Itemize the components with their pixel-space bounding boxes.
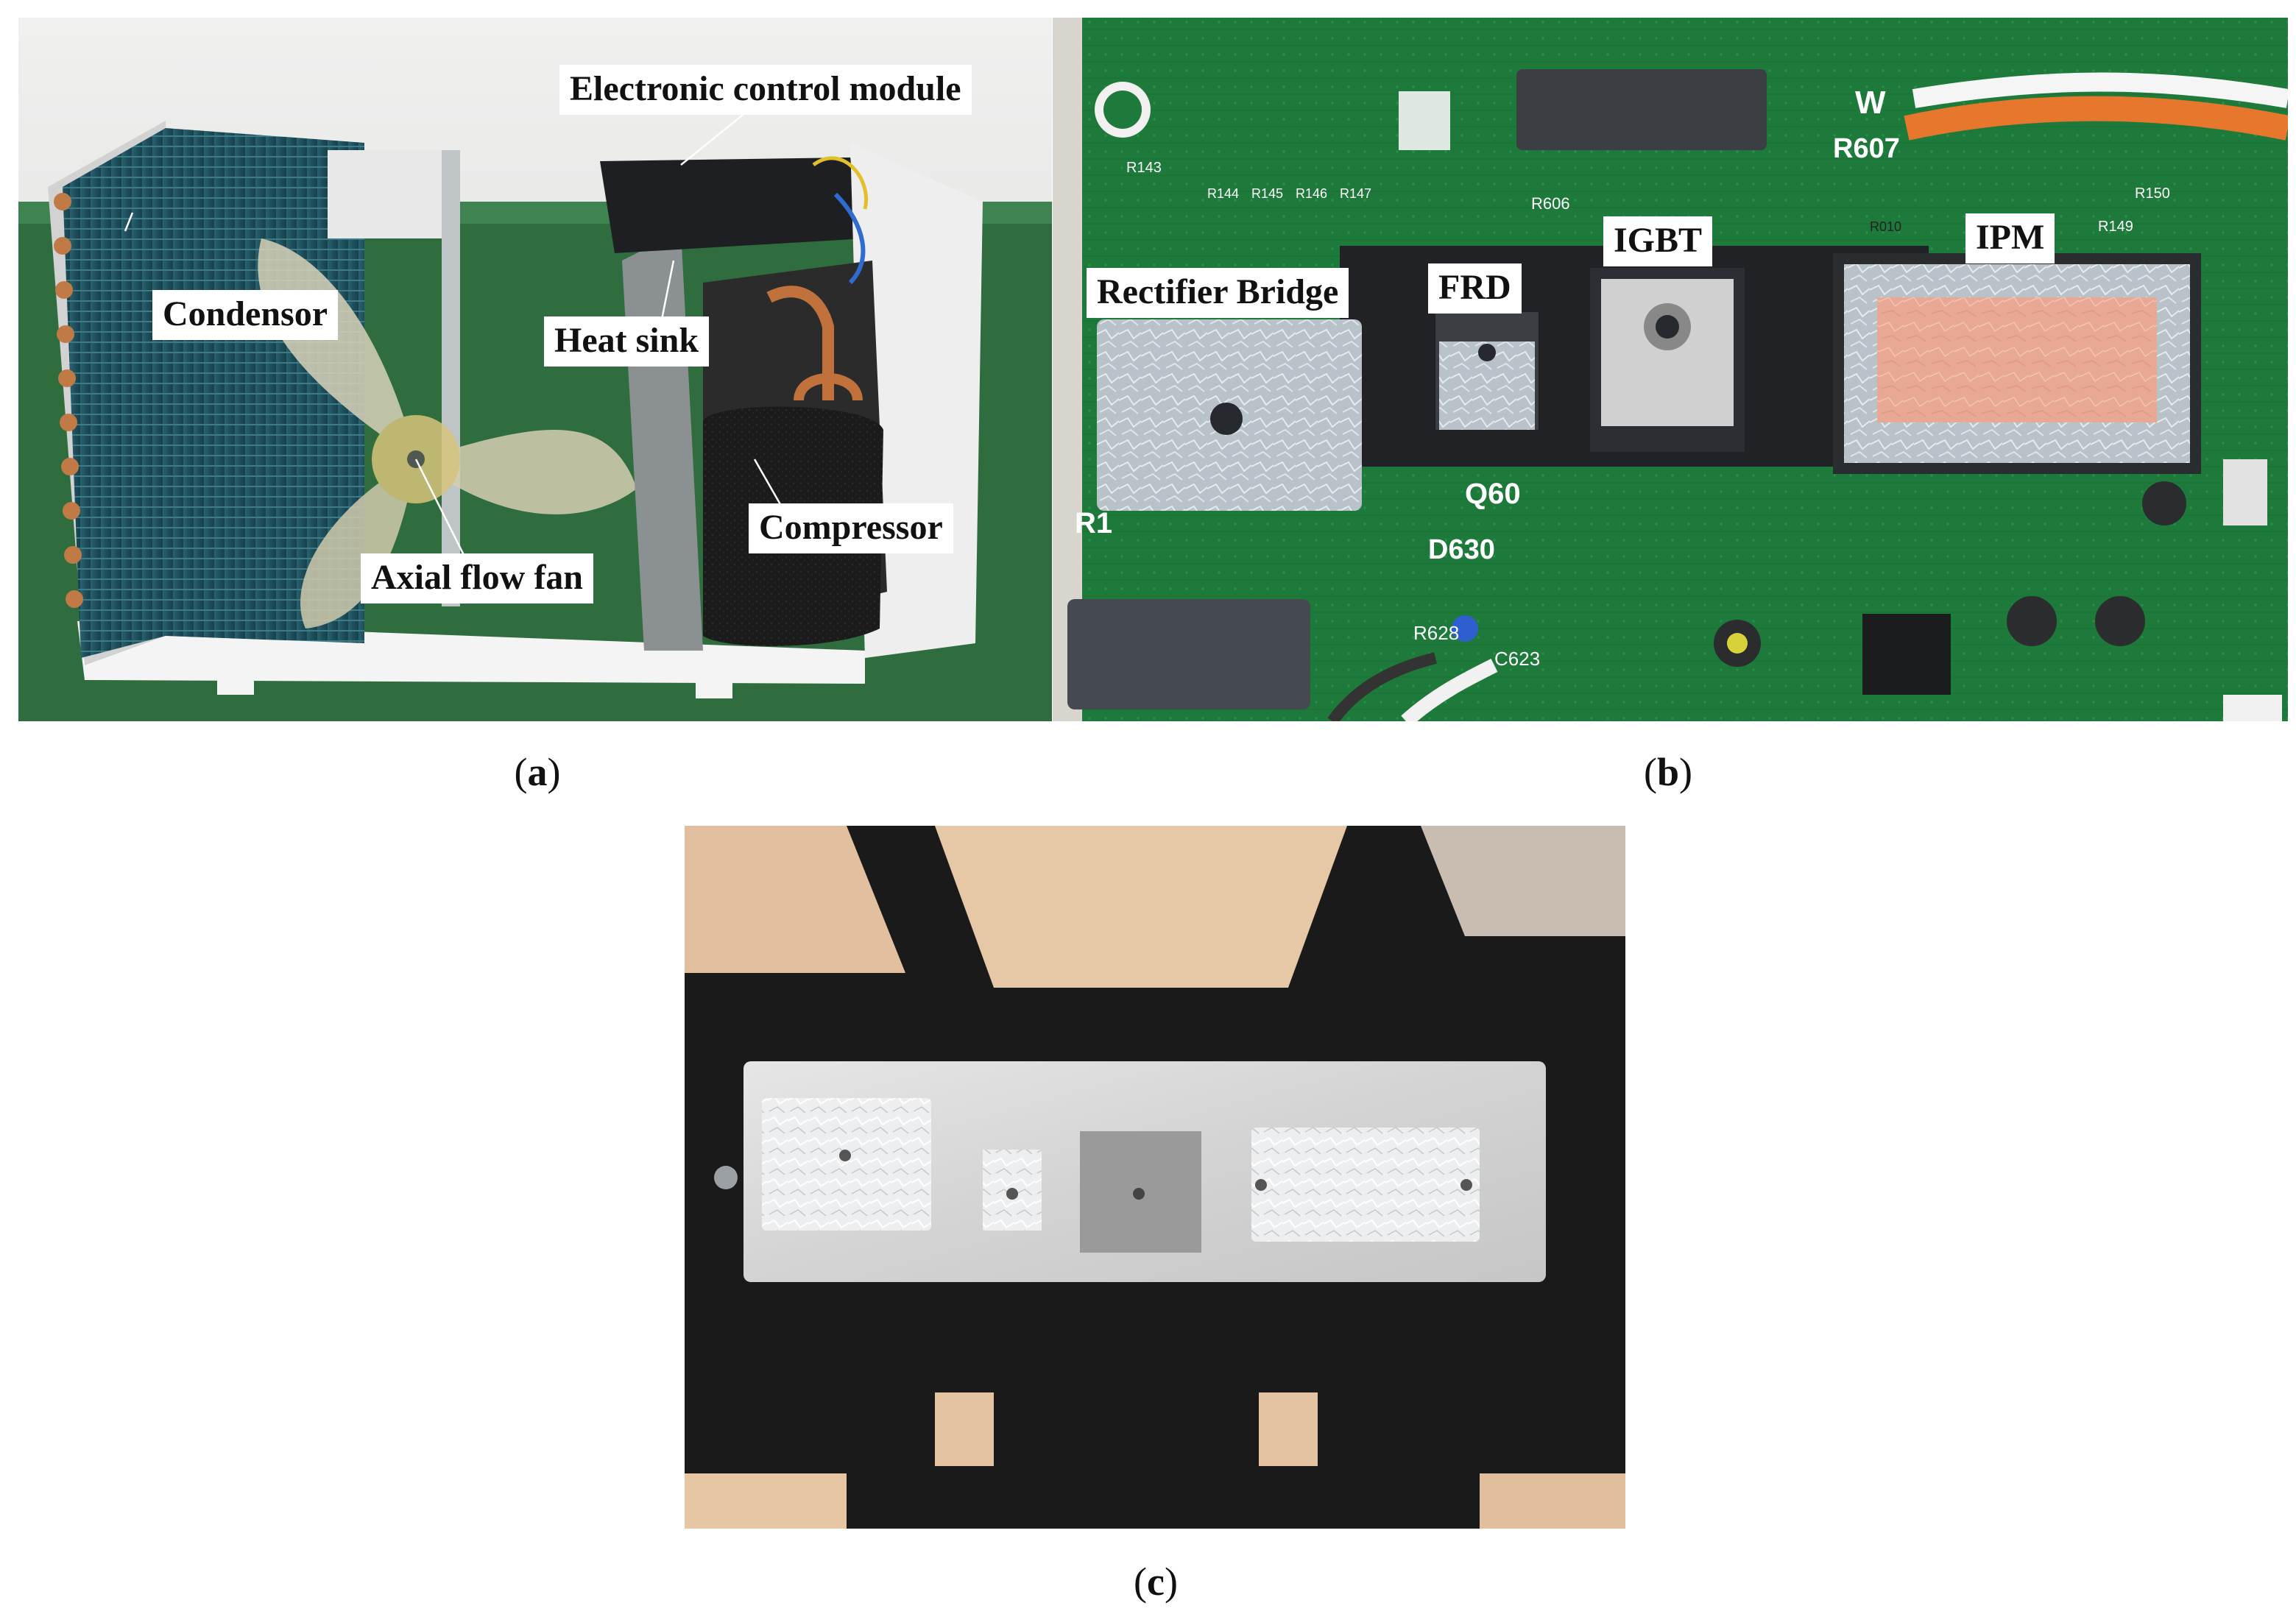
wire-yellow: [812, 156, 868, 210]
label-ipm: IPM: [1965, 213, 2055, 263]
rectifier-bridge-paste-area: [762, 1098, 931, 1231]
blue-capacitor: [1452, 615, 1478, 642]
capacitor: [2007, 596, 2057, 646]
panel-a-outdoor-unit-photo: Electronic control module Condensor Heat…: [18, 18, 1052, 721]
wire-blue: [833, 192, 866, 285]
silkscreen-text: R143 R144 R145 R146 R147 R010 R607 W R60…: [1075, 85, 2170, 670]
fan-bracket: [328, 150, 445, 238]
ipm-paste-area: [1251, 1128, 1480, 1242]
label-heat-sink: Heat sink: [544, 316, 710, 367]
x-capacitor-top: [1516, 69, 1767, 150]
label-condensor: Condensor: [152, 290, 339, 340]
pcb-text-d630: D630: [1428, 534, 1495, 565]
panel-c-heat-sink-photo: [685, 826, 1625, 1529]
label-electronic-control-module: Electronic control module: [559, 65, 972, 115]
pcb-text-r606: R606: [1531, 194, 1570, 213]
pcb-text-r150: R150: [2135, 185, 2170, 202]
label-axial-flow-fan: Axial flow fan: [361, 553, 593, 604]
ipm-thermal-pad: [1877, 297, 2157, 422]
label-rectifier-bridge: Rectifier Bridge: [1087, 268, 1349, 318]
x-capacitor-bottom: [1067, 599, 1310, 709]
caption-c: (c): [1134, 1560, 1178, 1604]
pcb-text-r010: R010: [1870, 219, 1901, 234]
caption-c-letter: c: [1147, 1560, 1165, 1604]
wire-orange: [1904, 96, 2288, 141]
control-board-photo: R143 R144 R145 R146 R147 R010 R607 W R60…: [1053, 18, 2288, 721]
pcb-text-q60: Q60: [1465, 478, 1521, 510]
label-igbt: IGBT: [1603, 216, 1713, 266]
pcb-text-w: W: [1855, 85, 1886, 121]
pcb-text-r143: R143: [1126, 160, 1162, 176]
outdoor-unit-photo: [18, 18, 1052, 721]
copper-tubes: [54, 193, 83, 608]
caption-b-letter: b: [1656, 750, 1680, 794]
heat-sink-photo: [685, 826, 1625, 1529]
pcb-text-r628: R628: [1413, 622, 1459, 644]
label-frd: FRD: [1428, 263, 1522, 314]
caption-a-letter: a: [527, 750, 548, 794]
label-compressor: Compressor: [749, 503, 953, 553]
pcb-text-r149: R149: [2098, 219, 2133, 235]
pcb-text-r144: R144: [1207, 186, 1239, 201]
pcb-text-r607: R607: [1833, 133, 1900, 164]
pcb-text-r146: R146: [1296, 186, 1327, 201]
pcb-text-c623: C623: [1494, 648, 1540, 670]
panel-b-control-board-photo: R143 R144 R145 R146 R147 R010 R607 W R60…: [1053, 18, 2288, 721]
copper-pipe: [766, 286, 834, 400]
pcb-text-r1: R1: [1075, 507, 1112, 539]
wire-white: [1912, 72, 2288, 108]
pcb-text-r147: R147: [1340, 186, 1371, 201]
caption-a: (a): [514, 750, 561, 794]
control-box: [600, 157, 865, 253]
ic-chip: [1862, 614, 1951, 695]
screw: [714, 1166, 738, 1189]
caption-b: (b): [1643, 750, 1692, 794]
pcb-text-r145: R145: [1251, 186, 1283, 201]
